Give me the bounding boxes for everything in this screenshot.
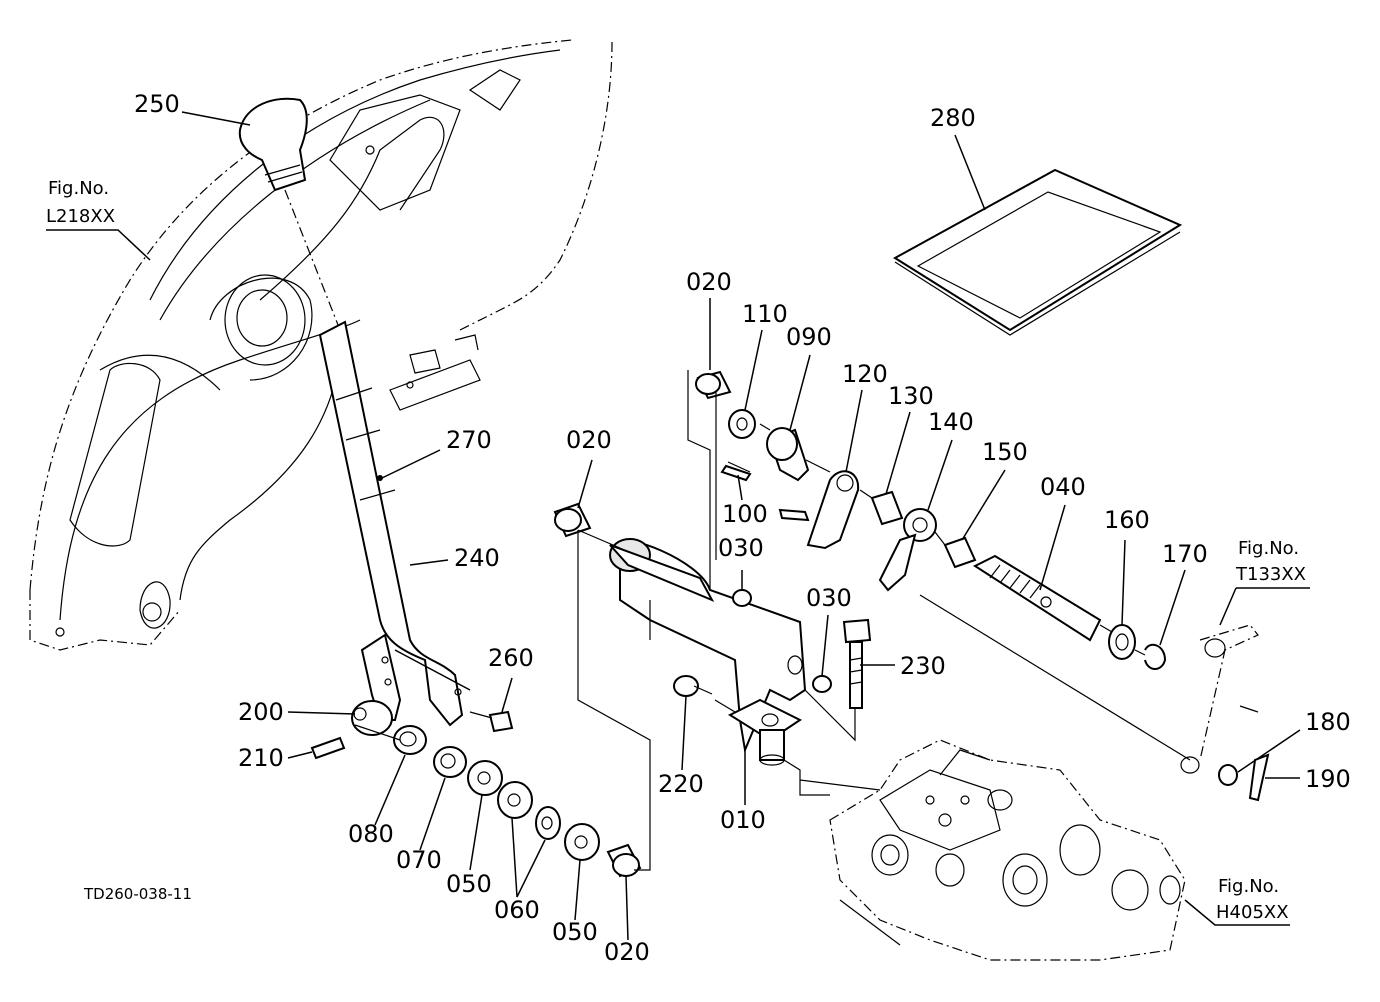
bracket-010	[609, 538, 807, 766]
figure-references: Fig.No. L218XX Fig.No. T133XX Fig.No. H4…	[46, 178, 1306, 923]
label-020-left: 020	[566, 426, 612, 454]
label-060: 060	[494, 896, 540, 924]
fig-ref-h405-line1: Fig.No.	[1218, 876, 1279, 897]
label-200: 200	[238, 698, 284, 726]
lever-240	[318, 320, 464, 727]
label-160: 160	[1104, 506, 1150, 534]
pin-030b	[812, 675, 832, 693]
fig-ref-t133-line2: T133XX	[1235, 564, 1306, 585]
clip-170	[1144, 643, 1167, 670]
label-030-b: 030	[806, 584, 852, 612]
linkage-parts	[720, 409, 977, 592]
fig-ref-h405-line2: H405XX	[1216, 902, 1289, 923]
label-080: 080	[348, 820, 394, 848]
shaft-040	[972, 554, 1102, 642]
pin-030a	[732, 589, 752, 607]
bolt-260	[469, 710, 514, 733]
arm-200	[351, 633, 471, 736]
pin-210	[310, 736, 346, 760]
label-030-a: 030	[718, 534, 764, 562]
label-210: 210	[238, 744, 284, 772]
fig-ref-l218-line1: Fig.No.	[48, 178, 109, 199]
label-100: 100	[722, 500, 768, 528]
label-220: 220	[658, 770, 704, 798]
fender-panel	[29, 39, 613, 651]
label-130: 130	[888, 382, 934, 410]
label-120: 120	[842, 360, 888, 388]
label-240: 240	[454, 544, 500, 572]
label-170: 170	[1162, 540, 1208, 568]
label-020-bottom: 020	[604, 938, 650, 966]
valve-block-h405	[829, 739, 1186, 961]
label-250: 250	[134, 90, 180, 118]
drawing-code: TD260-038-11	[83, 885, 192, 903]
label-110: 110	[742, 300, 788, 328]
label-020-top: 020	[686, 268, 732, 296]
label-190: 190	[1305, 765, 1351, 793]
label-150: 150	[982, 438, 1028, 466]
manual-280	[893, 168, 1183, 336]
label-070: 070	[396, 846, 442, 874]
linkage-t133	[1180, 624, 1270, 802]
label-040: 040	[1040, 473, 1086, 501]
bushing-020-left	[553, 502, 592, 538]
leader-lines	[46, 111, 1310, 941]
label-230: 230	[900, 652, 946, 680]
part-labels: 250 280 020 110 090 120 130 140 150 040 …	[134, 90, 1351, 966]
label-050-b: 050	[552, 918, 598, 946]
label-270: 270	[446, 426, 492, 454]
label-260: 260	[488, 644, 534, 672]
fig-ref-l218-line2: L218XX	[46, 206, 115, 227]
knob-250	[238, 97, 341, 331]
assembly-lines	[354, 370, 1191, 871]
label-280: 280	[930, 104, 976, 132]
label-050-a: 050	[446, 870, 492, 898]
label-140: 140	[928, 408, 974, 436]
label-010: 010	[720, 806, 766, 834]
bolt-230	[842, 618, 872, 709]
bushing-020-top	[695, 370, 732, 400]
fig-ref-t133-line1: Fig.No.	[1238, 538, 1299, 559]
washer-160	[1108, 624, 1136, 660]
washer-stack	[393, 725, 642, 878]
label-180: 180	[1305, 708, 1351, 736]
bolt-220	[673, 675, 713, 697]
label-090: 090	[786, 323, 832, 351]
